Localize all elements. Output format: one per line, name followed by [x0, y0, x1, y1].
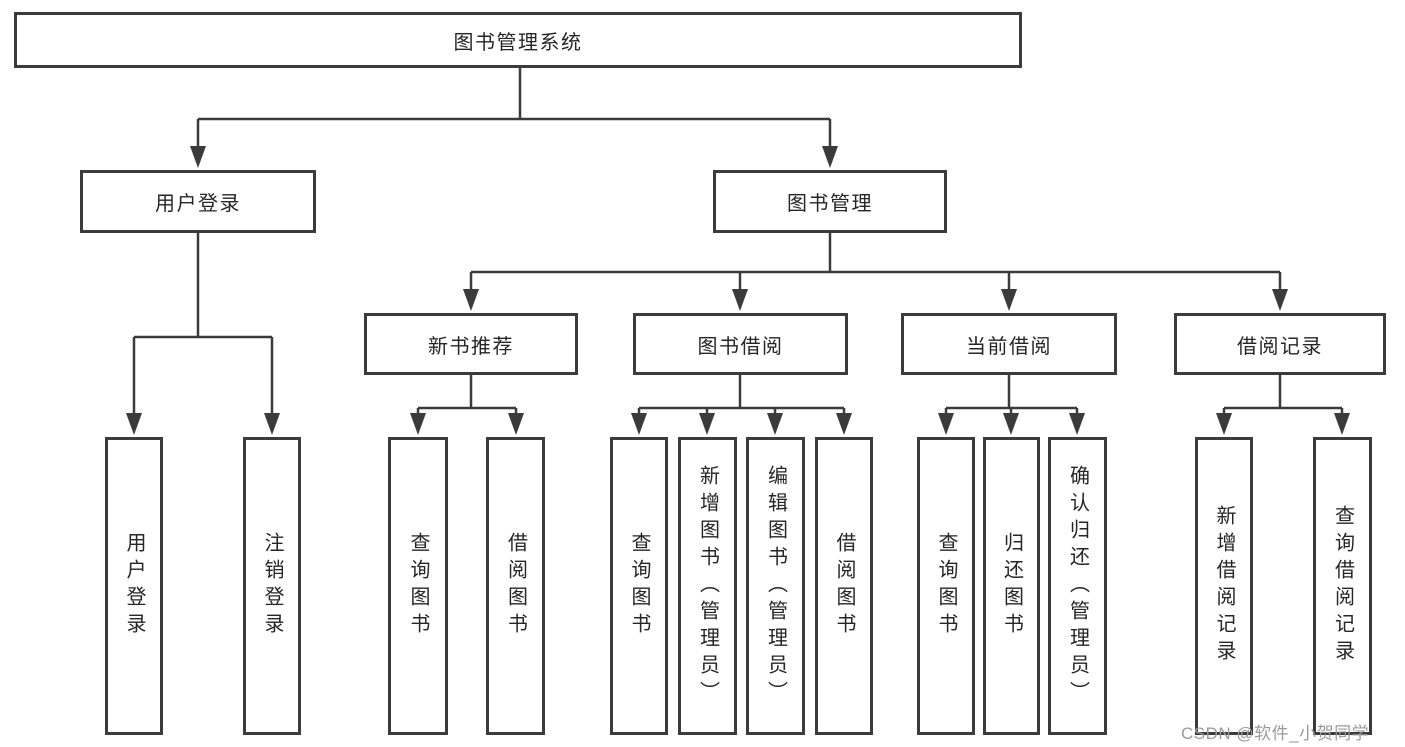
leaf-nb-borrow-books: 借阅图书: [486, 437, 545, 735]
leaf-logout: 注销登录: [243, 437, 301, 735]
leaf-bb-add-books-admin: 新增图书（管理员）: [678, 437, 737, 735]
leaf-bb-query-books: 查询图书: [610, 437, 668, 735]
node-book-management: 图书管理: [713, 170, 947, 233]
leaf-cb-return-books: 归还图书: [983, 437, 1040, 735]
leaf-bb-edit-books-admin: 编辑图书（管理员）: [746, 437, 805, 735]
node-root-library-system: 图书管理系统: [14, 12, 1022, 68]
leaf-bb-borrow-books: 借阅图书: [815, 437, 873, 735]
node-user-login: 用户登录: [80, 170, 316, 233]
leaf-user-login: 用户登录: [105, 437, 163, 735]
arrowheads: [126, 146, 1350, 435]
leaf-br-query-record: 查询借阅记录: [1313, 437, 1372, 735]
node-borrow-records: 借阅记录: [1174, 313, 1386, 375]
node-new-book-recommend: 新书推荐: [364, 313, 578, 375]
node-book-borrow: 图书借阅: [633, 313, 848, 375]
leaf-cb-query-books: 查询图书: [917, 437, 975, 735]
csdn-watermark: CSDN @软件_小贺同学: [1181, 724, 1370, 743]
leaf-cb-confirm-return-admin: 确认归还（管理员）: [1048, 437, 1107, 735]
node-current-borrow: 当前借阅: [901, 313, 1117, 375]
leaf-br-add-record: 新增借阅记录: [1195, 437, 1253, 735]
leaf-nb-query-books: 查询图书: [388, 437, 448, 735]
